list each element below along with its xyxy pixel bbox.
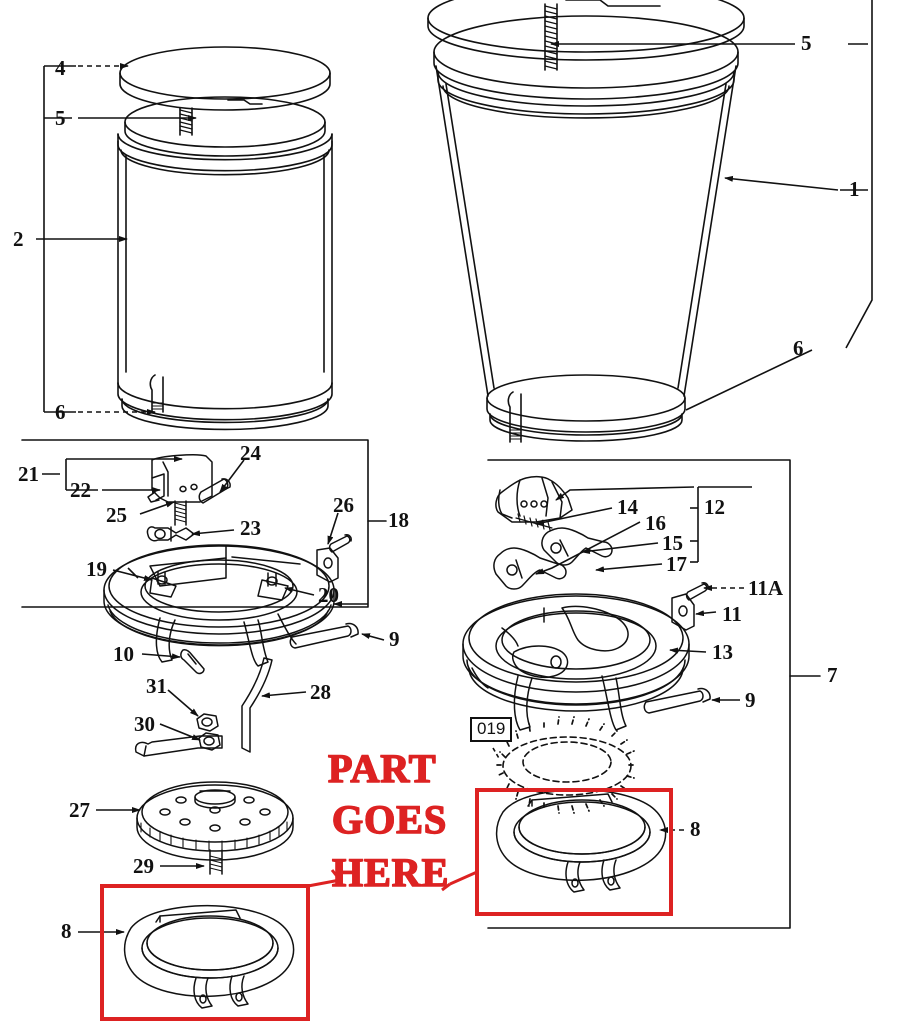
callout-28: 28 — [310, 680, 331, 704]
callout-2: 2 — [13, 227, 24, 251]
callout-26: 26 — [333, 493, 354, 517]
callout-16: 16 — [645, 511, 666, 535]
leader-lines — [36, 0, 873, 935]
callout-30: 30 — [134, 712, 155, 736]
callout-27: 27 — [69, 798, 90, 822]
callout-6-right: 6 — [793, 336, 804, 360]
callout-31: 31 — [146, 674, 167, 698]
annotation-line-part: PART — [327, 746, 437, 791]
top-left-cylindrical-bowl — [117, 46, 333, 431]
callout-15: 15 — [662, 531, 683, 555]
callout-17: 17 — [666, 552, 687, 576]
callout-10: 10 — [113, 642, 134, 666]
callout-4: 4 — [55, 56, 66, 80]
highlight-boxes — [100, 788, 673, 1021]
callout-24: 24 — [240, 441, 261, 465]
callout-11A: 11A — [748, 576, 784, 600]
callout-5-right: 5 — [801, 31, 812, 55]
top-right-conical-bowl — [427, 0, 745, 443]
callout-9-left: 9 — [389, 627, 400, 651]
lower-right-parts-group — [462, 459, 821, 929]
callout-11: 11 — [722, 602, 742, 626]
callout-21: 21 — [18, 462, 39, 486]
callout-6-left: 6 — [55, 400, 66, 424]
annotation-line-goes: GOES — [331, 797, 448, 842]
callout-22: 22 — [70, 478, 91, 502]
callout-23: 23 — [240, 516, 261, 540]
callout-25: 25 — [106, 503, 127, 527]
callout-14: 14 — [617, 495, 638, 519]
callout-8-left: 8 — [61, 919, 72, 943]
callout-20: 20 — [318, 583, 339, 607]
callout-29: 29 — [133, 854, 154, 878]
callout-13: 13 — [712, 640, 733, 664]
callout-9-right: 9 — [745, 688, 756, 712]
callout-1: 1 — [849, 177, 860, 201]
inset-label-019: 019 — [470, 717, 513, 742]
lower-left-parts-group — [21, 439, 387, 1009]
callout-12: 12 — [704, 495, 725, 519]
callout-5-left: 5 — [55, 106, 66, 130]
callout-8-right: 8 — [690, 817, 701, 841]
callout-18: 18 — [388, 508, 409, 532]
annotation-line-here: HERE — [331, 850, 450, 895]
callout-7: 7 — [827, 663, 838, 687]
callout-19: 19 — [86, 557, 107, 581]
